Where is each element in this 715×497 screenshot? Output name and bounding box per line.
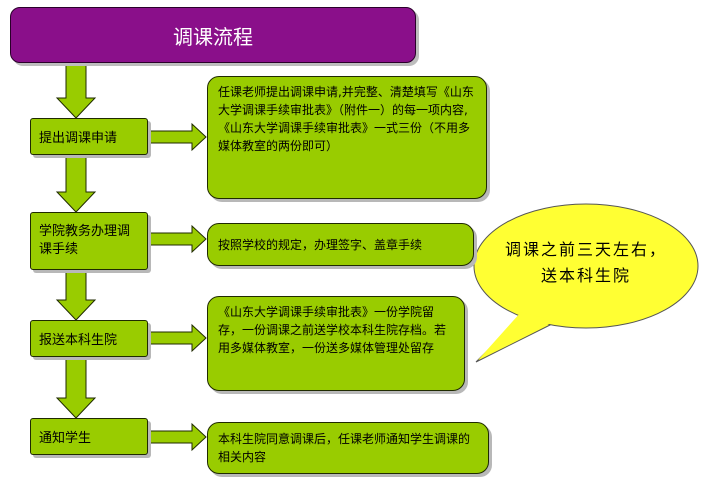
page-title-text: 调课流程 — [173, 24, 253, 49]
arrow-title-to-step1 — [55, 62, 97, 119]
step-college-process: 学院教务办理调课手续 — [30, 212, 148, 270]
desc-text: 《山东大学调课手续审批表》一份学院留存，一份调课之前送学校本科生院存档。若用多媒… — [218, 305, 447, 355]
desc-submit-request: 任课老师提出调课申请,并完整、清楚填写《山东大学调课手续审批表》（附件一）的每一… — [207, 76, 487, 199]
desc-text: 按照学校的规定，办理签字、盖章手续 — [218, 237, 423, 252]
arrow-step1-to-step2 — [55, 153, 97, 213]
step-submit-request: 提出调课申请 — [30, 118, 148, 155]
callout-ellipse — [473, 203, 699, 329]
arrow-step1-to-desc1 — [147, 122, 207, 152]
step-label: 报送本科生院 — [39, 333, 118, 348]
arrow-step3-to-desc3 — [147, 323, 207, 353]
arrow-step2-to-desc2 — [147, 224, 207, 254]
step-label: 通知学生 — [39, 431, 92, 446]
arrow-step2-to-step3 — [55, 269, 97, 321]
arrow-step4-to-desc4 — [147, 422, 207, 452]
desc-text: 本科生院同意调课后，任课老师通知学生调课的相关内容 — [218, 432, 471, 464]
arrow-step3-to-step4 — [55, 355, 97, 419]
page-title: 调课流程 — [10, 7, 416, 63]
callout-text: 调课之前三天左右，送本科生院 — [504, 240, 667, 285]
step-notify-students: 通知学生 — [30, 418, 148, 455]
desc-text: 任课老师提出调课申请,并完整、清楚填写《山东大学调课手续审批表》（附件一）的每一… — [218, 85, 474, 153]
desc-college-process: 按照学校的规定，办理签字、盖章手续 — [207, 223, 474, 266]
step-send-to-undergrad-school: 报送本科生院 — [30, 320, 148, 357]
desc-send-to-undergrad-school: 《山东大学调课手续审批表》一份学院留存，一份调课之前送学校本科生院存档。若用多媒… — [207, 296, 465, 391]
desc-notify-students: 本科生院同意调课后，任课老师通知学生调课的相关内容 — [207, 422, 489, 474]
step-label: 学院教务办理调课手续 — [39, 224, 131, 257]
step-label: 提出调课申请 — [39, 131, 118, 146]
